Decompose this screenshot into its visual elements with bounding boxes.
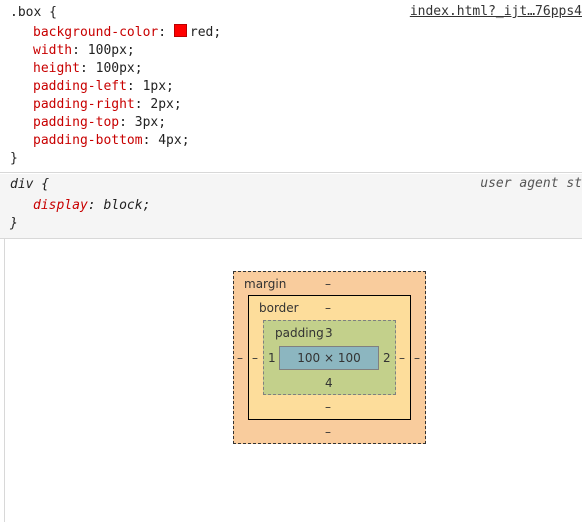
property-name: display: [33, 198, 88, 213]
property-value[interactable]: 1px;: [142, 79, 174, 94]
property-name[interactable]: height: [33, 61, 80, 76]
property-value[interactable]: 4px;: [158, 133, 190, 148]
property-value[interactable]: 100px;: [87, 43, 135, 58]
margin-right-value[interactable]: –: [414, 351, 420, 365]
rule-selector-div: div {: [10, 177, 50, 192]
color-swatch-icon[interactable]: [173, 24, 187, 37]
stylesheet-source-link[interactable]: index.html?_ijt…76pps4: [409, 4, 582, 19]
rule-divider: [0, 172, 582, 173]
user-agent-stylesheet-label: user agent st: [480, 176, 582, 191]
declaration-padding-top[interactable]: padding-top: 3px;: [33, 115, 167, 130]
border-left-value[interactable]: –: [252, 351, 258, 365]
property-name[interactable]: padding-right: [33, 97, 135, 112]
border-bottom-value[interactable]: –: [325, 400, 331, 414]
property-value[interactable]: 100px;: [95, 61, 143, 76]
declaration-width[interactable]: width: 100px;: [33, 43, 135, 58]
padding-label: padding: [275, 326, 324, 340]
padding-top-value[interactable]: 3: [325, 326, 333, 340]
property-value[interactable]: 3px;: [134, 115, 167, 130]
declaration-padding-left[interactable]: padding-left: 1px;: [33, 79, 174, 94]
panel-edge: [4, 238, 5, 522]
margin-bottom-value[interactable]: –: [325, 425, 331, 439]
box-model-content-size[interactable]: 100 × 100: [279, 346, 379, 370]
margin-top-value[interactable]: –: [325, 277, 331, 291]
property-value[interactable]: red;: [189, 25, 222, 40]
property-name[interactable]: background-color: [33, 25, 159, 40]
declaration-display: display: block;: [33, 198, 151, 213]
property-name[interactable]: padding-left: [33, 79, 127, 94]
border-top-value[interactable]: –: [325, 301, 331, 315]
declaration-background-color[interactable]: background-color: red;: [33, 24, 222, 40]
rule-selector-box[interactable]: .box {: [10, 5, 57, 20]
padding-left-value[interactable]: 1: [268, 351, 276, 365]
property-name[interactable]: width: [33, 43, 73, 58]
user-agent-rule-background: [0, 174, 582, 238]
declaration-padding-right[interactable]: padding-right: 2px;: [33, 97, 182, 112]
declaration-height[interactable]: height: 100px;: [33, 61, 143, 76]
declaration-padding-bottom[interactable]: padding-bottom: 4px;: [33, 133, 190, 148]
border-right-value[interactable]: –: [399, 351, 405, 365]
margin-left-value[interactable]: –: [237, 351, 243, 365]
rule-close-brace: }: [10, 216, 18, 231]
margin-label: margin: [244, 277, 287, 291]
rule-close-brace: }: [10, 151, 18, 166]
padding-bottom-value[interactable]: 4: [325, 376, 333, 390]
property-value[interactable]: 2px;: [150, 97, 182, 112]
border-label: border: [259, 301, 299, 315]
property-name[interactable]: padding-top: [33, 115, 120, 130]
section-divider: [0, 238, 582, 239]
padding-right-value[interactable]: 2: [383, 351, 391, 365]
property-value: block;: [103, 198, 151, 213]
property-name[interactable]: padding-bottom: [33, 133, 143, 148]
